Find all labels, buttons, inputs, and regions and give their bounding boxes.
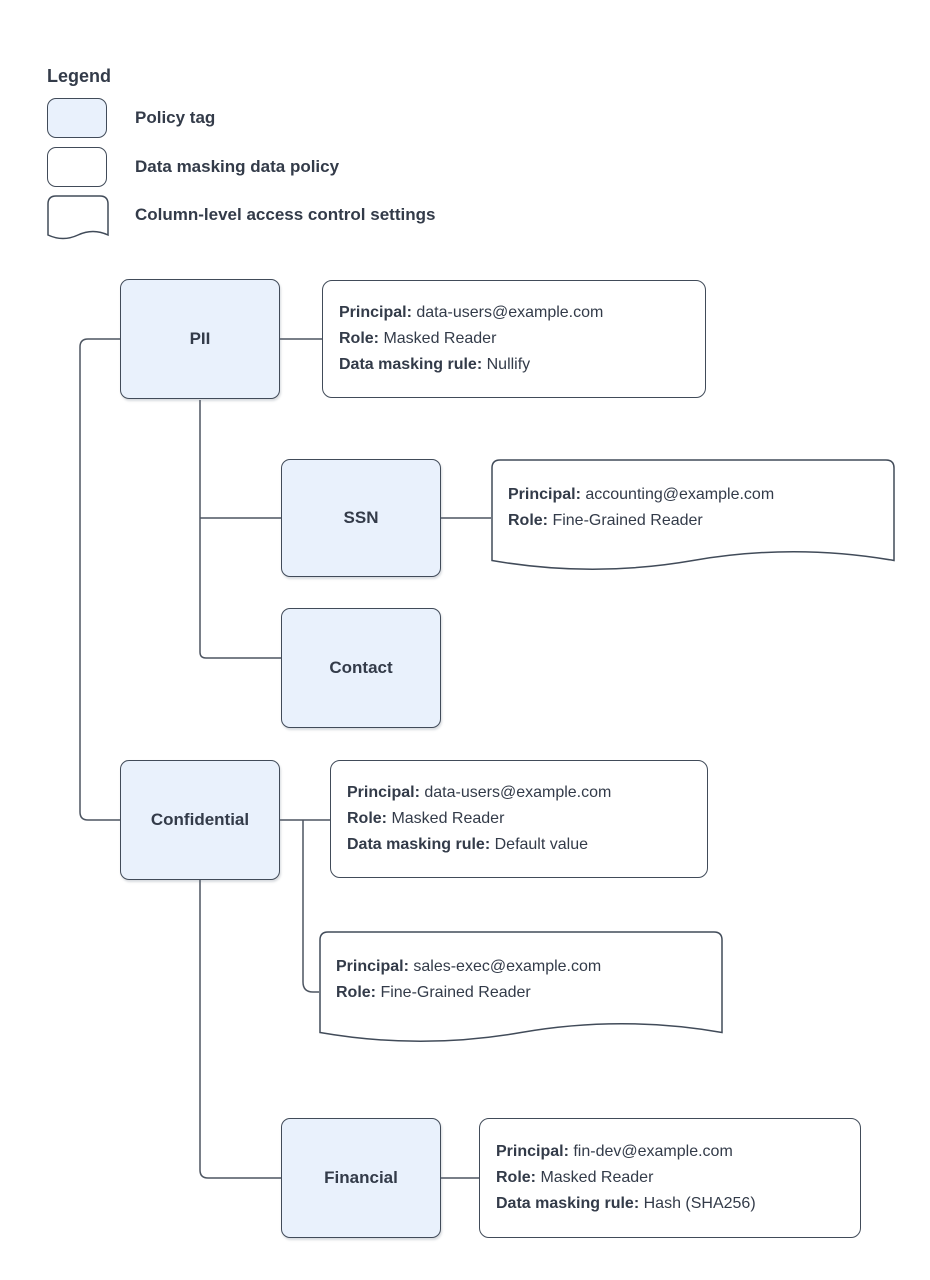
field-value: sales-exec@example.com [413, 958, 602, 975]
node-financial-label: Financial [324, 1168, 398, 1187]
policy-line-role: Role: Fine-Grained Reader [336, 980, 721, 1006]
field-value: Fine-Grained Reader [380, 984, 531, 1001]
field-value: Nullify [486, 356, 531, 373]
document-shape-icon [319, 931, 723, 1042]
access-doc-ssn: Principal: accounting@example.com Role: … [491, 459, 895, 577]
field-label: Principal: [336, 958, 409, 975]
policy-line-rule: Data masking rule: Hash (SHA256) [496, 1191, 844, 1217]
legend-item-policy-tag: Policy tag [135, 108, 216, 127]
node-financial: Financial [281, 1118, 441, 1238]
policy-box-pii-masking: Principal: data-users@example.com Role: … [322, 280, 706, 398]
policy-line-principal: Principal: fin-dev@example.com [496, 1139, 844, 1165]
policy-line-role: Role: Masked Reader [347, 806, 691, 832]
document-shape-icon [491, 459, 895, 570]
policy-line-role: Role: Fine-Grained Reader [508, 508, 893, 534]
policy-box-confidential-masking: Principal: data-users@example.com Role: … [330, 760, 708, 878]
policy-line-role: Role: Masked Reader [496, 1165, 844, 1191]
field-label: Principal: [508, 486, 581, 503]
legend-item-column-access: Column-level access control settings [135, 205, 436, 224]
field-label: Role: [336, 984, 376, 1001]
field-value: Masked Reader [391, 810, 505, 827]
access-doc-ssn-text: Principal: accounting@example.com Role: … [491, 459, 893, 534]
node-confidential: Confidential [120, 760, 280, 880]
field-label: Principal: [339, 304, 412, 321]
node-ssn: SSN [281, 459, 441, 577]
node-confidential-label: Confidential [150, 810, 250, 829]
field-label: Role: [496, 1169, 536, 1186]
node-pii: PII [120, 279, 280, 399]
field-label: Data masking rule: [339, 356, 483, 373]
connector-pii-confidential [79, 338, 120, 821]
field-value: data-users@example.com [424, 784, 612, 801]
field-label: Principal: [496, 1143, 569, 1160]
connector-confidential-doc [302, 820, 319, 993]
policy-line-rule: Data masking rule: Default value [347, 832, 691, 858]
field-label: Data masking rule: [347, 836, 491, 853]
legend-item-data-masking-policy: Data masking data policy [135, 157, 340, 176]
connector-confidential-financial [199, 880, 281, 1179]
field-value: Hash (SHA256) [643, 1195, 756, 1212]
field-label: Role: [508, 512, 548, 529]
field-label: Data masking rule: [496, 1195, 640, 1212]
node-contact-label: Contact [329, 658, 393, 677]
node-contact: Contact [281, 608, 441, 728]
data-masking-policy-swatch-icon [47, 147, 107, 187]
policy-tag-swatch-icon [47, 98, 107, 138]
field-value: accounting@example.com [585, 486, 775, 503]
field-label: Role: [339, 330, 379, 347]
policy-line-role: Role: Masked Reader [339, 326, 689, 352]
field-label: Principal: [347, 784, 420, 801]
access-doc-confidential: Principal: sales-exec@example.com Role: … [319, 931, 723, 1049]
node-pii-label: PII [189, 329, 211, 348]
policy-line-principal: Principal: accounting@example.com [508, 482, 893, 508]
column-access-swatch-icon [47, 195, 109, 241]
field-value: Fine-Grained Reader [552, 512, 703, 529]
policy-line-principal: Principal: data-users@example.com [339, 300, 689, 326]
field-value: Default value [494, 836, 588, 853]
connector-pii-children-trunk [199, 400, 281, 659]
policy-line-principal: Principal: data-users@example.com [347, 780, 691, 806]
field-value: Masked Reader [540, 1169, 654, 1186]
policy-line-rule: Data masking rule: Nullify [339, 352, 689, 378]
field-value: data-users@example.com [416, 304, 604, 321]
access-doc-confidential-text: Principal: sales-exec@example.com Role: … [319, 931, 721, 1006]
field-value: Masked Reader [383, 330, 497, 347]
legend-title: Legend [47, 66, 112, 86]
field-label: Role: [347, 810, 387, 827]
field-value: fin-dev@example.com [573, 1143, 733, 1160]
policy-line-principal: Principal: sales-exec@example.com [336, 954, 721, 980]
node-ssn-label: SSN [343, 508, 379, 527]
policy-box-financial-masking: Principal: fin-dev@example.com Role: Mas… [479, 1118, 861, 1238]
